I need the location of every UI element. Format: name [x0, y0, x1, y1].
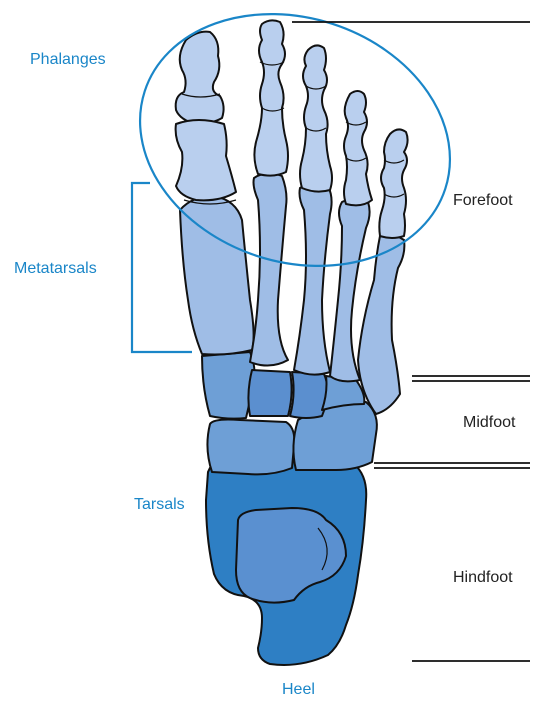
phalanx-toe-5: [379, 129, 407, 238]
metatarsals-label: Metatarsals: [14, 260, 97, 277]
intermediate-cuneiform-bone: [248, 370, 291, 416]
forefoot-label: Forefoot: [453, 192, 513, 209]
hindfoot-label: Hindfoot: [453, 569, 513, 586]
navicular-bone: [207, 420, 294, 475]
phalanges-outline: [107, 0, 483, 305]
lateral-cuneiform-bone: [290, 372, 328, 418]
phalanx-toe-4: [344, 91, 372, 205]
metatarsal-5: [358, 235, 404, 414]
tarsals-label: Tarsals: [134, 496, 185, 513]
medial-cuneiform-bone: [202, 352, 255, 419]
metatarsal-2: [250, 173, 288, 365]
phalanges-label: Phalanges: [30, 51, 106, 68]
phalanx-toe-3: [300, 45, 332, 191]
phalanx-toe-1: [176, 32, 236, 204]
metatarsal-3: [294, 183, 332, 374]
midfoot-label: Midfoot: [463, 414, 516, 431]
phalanx-toe-2: [254, 20, 288, 175]
heel-label: Heel: [282, 681, 315, 698]
